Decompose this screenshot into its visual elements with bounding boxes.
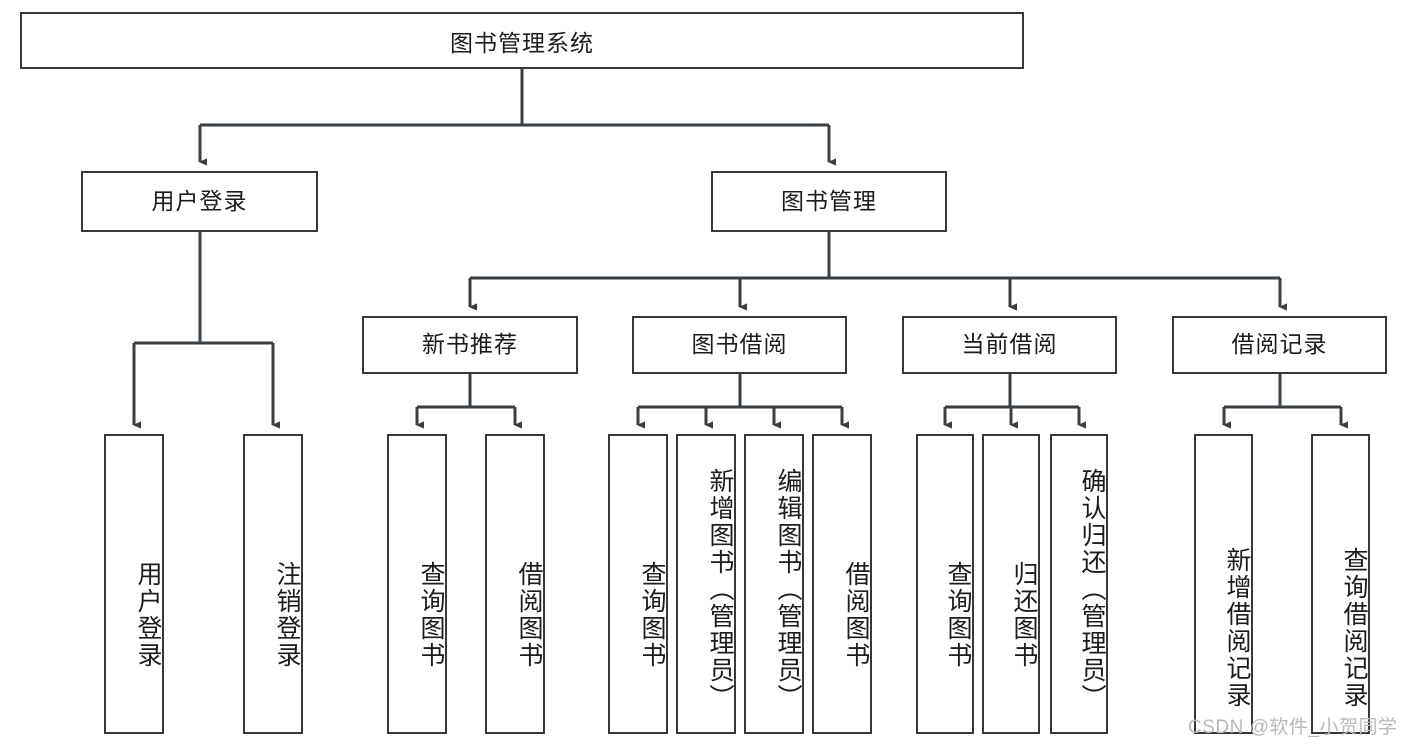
- node-leaf-leaf-cur-return-book[interactable]: 归还图书: [982, 434, 1040, 734]
- node-leaf-leaf-rec-borrow-book[interactable]: 借阅图书: [485, 434, 545, 734]
- node-leaf-leaf-user-logout[interactable]: 注销登录: [243, 434, 303, 734]
- csdn-watermark: CSDN @软件_小贺同学: [1188, 717, 1398, 738]
- node-level3-borrow-record[interactable]: 借阅记录: [1172, 316, 1387, 374]
- node-leaf-leaf-borrow-borrow-book[interactable]: 借阅图书: [812, 434, 872, 734]
- node-leaf-leaf-borrow-query-book[interactable]: 查询图书: [608, 434, 668, 734]
- node-leaf-leaf-user-login[interactable]: 用户登录: [104, 434, 164, 734]
- node-leaf-leaf-borrow-add-book[interactable]: 新增图书（管理员）: [676, 434, 736, 734]
- node-level3-book-borrow[interactable]: 图书借阅: [632, 316, 847, 374]
- node-leaf-leaf-rec-query-book[interactable]: 查询图书: [387, 434, 447, 734]
- node-leaf-leaf-rec-query-record[interactable]: 查询借阅记录: [1311, 434, 1370, 734]
- node-leaf-leaf-borrow-edit-book[interactable]: 编辑图书（管理员）: [744, 434, 804, 734]
- node-leaf-leaf-cur-query-book[interactable]: 查询图书: [916, 434, 974, 734]
- node-root-root[interactable]: 图书管理系统: [20, 12, 1024, 69]
- node-level3-current-borrow[interactable]: 当前借阅: [902, 316, 1117, 374]
- node-level3-new-book-rec[interactable]: 新书推荐: [362, 316, 578, 374]
- node-level2-user-login[interactable]: 用户登录: [81, 171, 318, 232]
- node-level2-book-manage[interactable]: 图书管理: [711, 171, 947, 232]
- node-leaf-leaf-rec-add-record[interactable]: 新增借阅记录: [1194, 434, 1253, 734]
- node-leaf-leaf-cur-confirm-return[interactable]: 确认归还（管理员）: [1050, 434, 1108, 734]
